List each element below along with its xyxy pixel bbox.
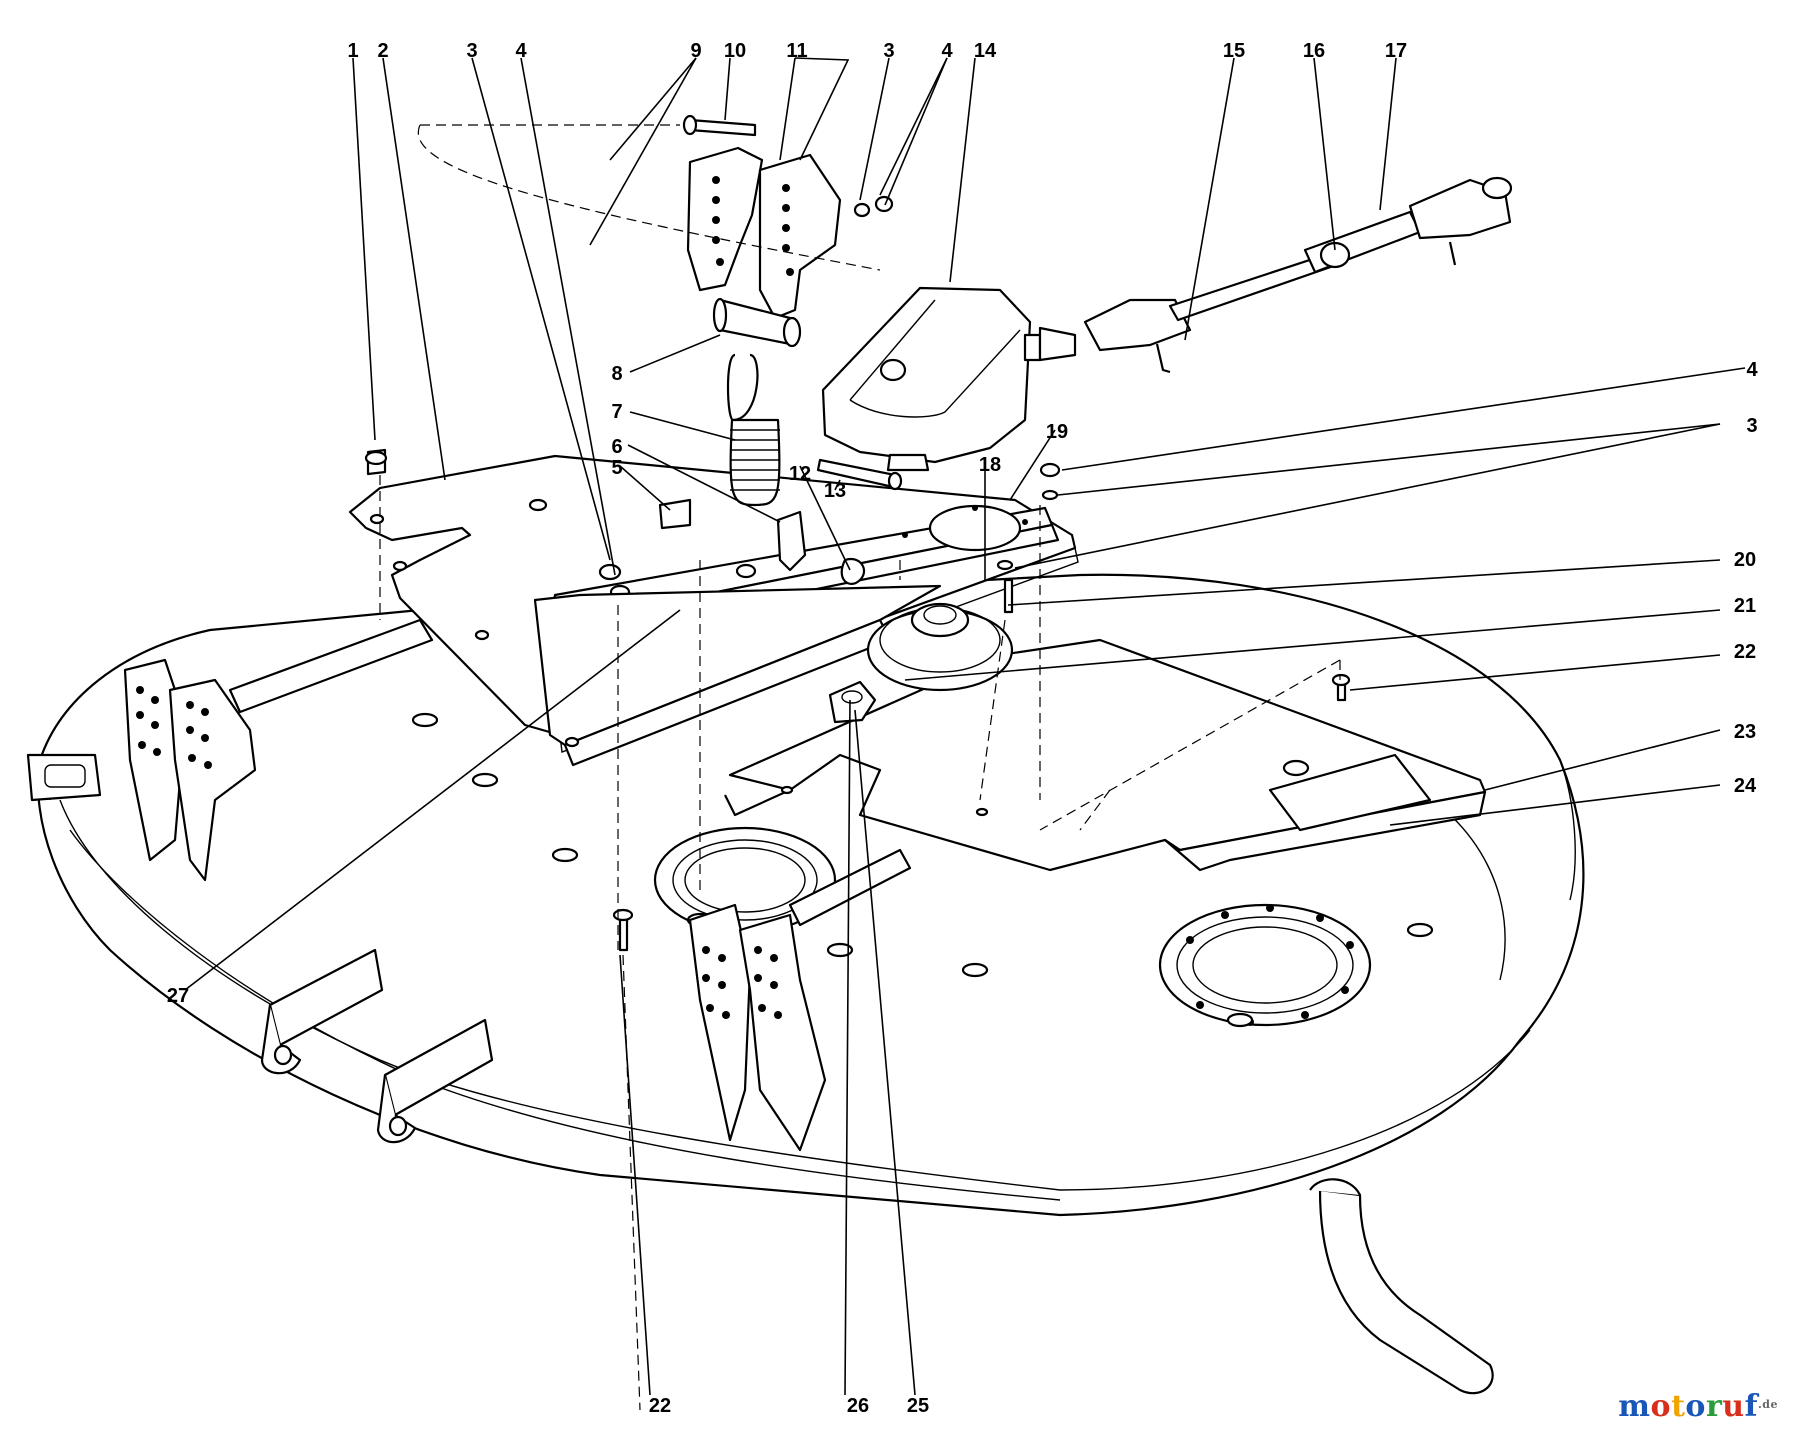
angle-bracket-lower bbox=[533, 584, 942, 767]
watermark-letter: o bbox=[1685, 1389, 1706, 1424]
assembly-guide-lines bbox=[379, 124, 1341, 1411]
callout-11: 11 bbox=[786, 40, 807, 62]
callout-19: 19 bbox=[1046, 421, 1068, 443]
callout-7: 7 bbox=[611, 401, 622, 423]
lift-brackets bbox=[686, 146, 842, 320]
site-watermark: motoruf.de bbox=[1618, 1389, 1778, 1424]
callout-5: 5 bbox=[611, 457, 622, 479]
callout-24: 24 bbox=[1734, 775, 1757, 797]
callout-16: 16 bbox=[1303, 40, 1325, 62]
callout-23: 23 bbox=[1734, 721, 1756, 743]
callout-12: 12 bbox=[789, 463, 811, 485]
watermark-letter: f bbox=[1744, 1389, 1758, 1424]
center-gauge-brackets bbox=[688, 848, 912, 1152]
watermark-letter: o bbox=[1650, 1389, 1672, 1424]
carriage-bolt bbox=[682, 114, 757, 137]
spacer-tube bbox=[712, 297, 802, 348]
watermark-letter: u bbox=[1722, 1389, 1745, 1424]
callout-25: 25 bbox=[907, 1395, 929, 1417]
callout-4: 4 bbox=[515, 40, 527, 62]
callout-17: 17 bbox=[1385, 40, 1407, 62]
watermark-suffix: .de bbox=[1757, 1398, 1778, 1411]
callout-21: 21 bbox=[1734, 595, 1756, 617]
watermark-letter: t bbox=[1671, 1389, 1686, 1424]
leader-lines bbox=[184, 57, 1746, 1396]
callout-22: 22 bbox=[649, 1395, 671, 1417]
callout-9: 9 bbox=[690, 40, 701, 62]
pivot-rod bbox=[816, 458, 903, 491]
front-hitch-lugs bbox=[260, 948, 494, 1144]
callout-8: 8 bbox=[611, 363, 622, 385]
callout-13: 13 bbox=[824, 480, 846, 502]
deck-mount-holes bbox=[411, 712, 1434, 1028]
callout-27: 27 bbox=[167, 985, 189, 1007]
callout-22: 22 bbox=[1734, 641, 1756, 663]
drive-shaft bbox=[1083, 176, 1513, 374]
callout-26: 26 bbox=[847, 1395, 869, 1417]
callout-numbers: 1 2 3 4 9 10 11 3 4 14 15 16 17 4 3 8 7 … bbox=[167, 40, 1759, 1417]
tension-spring bbox=[726, 353, 781, 507]
callout-4: 4 bbox=[941, 40, 953, 62]
rear-bumper-bar bbox=[1309, 1178, 1494, 1395]
rear-cover-plate bbox=[724, 638, 1487, 872]
callout-6: 6 bbox=[611, 436, 622, 458]
spindle-pulley bbox=[866, 602, 1014, 692]
callout-14: 14 bbox=[974, 40, 997, 62]
callout-4: 4 bbox=[1746, 359, 1758, 381]
callout-3: 3 bbox=[883, 40, 894, 62]
callout-15: 15 bbox=[1223, 40, 1245, 62]
pulley-nut bbox=[828, 680, 877, 724]
left-gauge-brackets bbox=[123, 618, 434, 882]
callout-10: 10 bbox=[724, 40, 746, 62]
watermark-letter: m bbox=[1618, 1389, 1651, 1424]
callout-3: 3 bbox=[1746, 415, 1757, 437]
watermark-letter: r bbox=[1705, 1389, 1723, 1424]
gearbox bbox=[821, 286, 1077, 472]
blade-well-right bbox=[1158, 903, 1372, 1027]
callout-1: 1 bbox=[347, 40, 358, 62]
callout-18: 18 bbox=[979, 454, 1001, 476]
callout-2: 2 bbox=[377, 40, 388, 62]
callout-20: 20 bbox=[1734, 549, 1756, 571]
callout-3: 3 bbox=[466, 40, 477, 62]
